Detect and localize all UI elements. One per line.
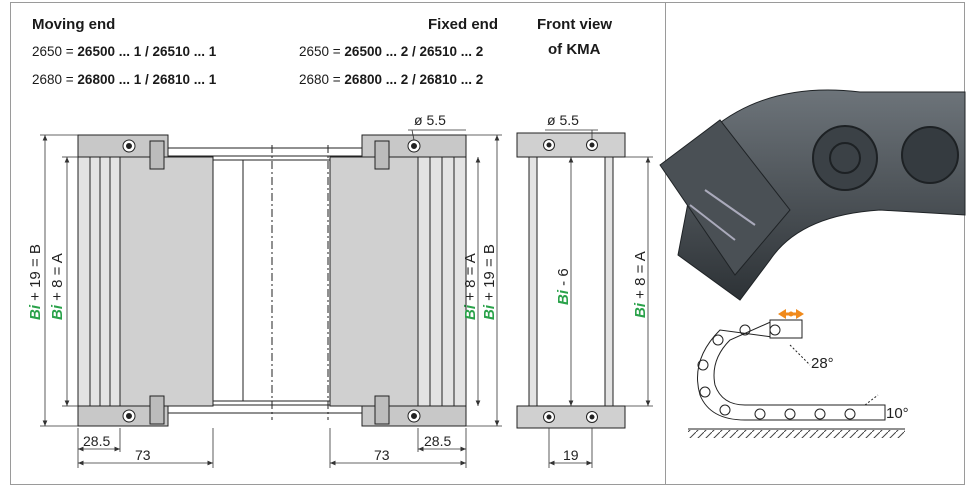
dimension-text: ø 5.5 ø 5.5 28.5 73 28.5 73 19 bbox=[83, 112, 579, 463]
vertical-labels: Bi + 19 = B Bi + 8 = A Bi + 8 = A Bi + 1… bbox=[27, 244, 649, 320]
chain-diagram bbox=[688, 309, 905, 438]
moving-row-1: 2650 = 26500 ... 1 / 26510 ... 1 bbox=[32, 44, 217, 59]
moving-end-drawing bbox=[77, 134, 383, 427]
photo-frame-divider bbox=[665, 2, 666, 485]
dimension-lines bbox=[40, 129, 653, 468]
front-a-label: Bi + 8 = A bbox=[632, 251, 649, 318]
dim-19: 19 bbox=[563, 447, 579, 463]
front-view-drawing bbox=[516, 132, 626, 429]
dim-28-5-right: 28.5 bbox=[424, 433, 451, 449]
right-a-label: Bi + 8 = A bbox=[462, 253, 479, 320]
right-b-label: Bi + 19 = B bbox=[481, 244, 498, 320]
product-photo bbox=[659, 89, 966, 301]
hole-dia-label-2: ø 5.5 bbox=[547, 112, 579, 128]
angle-10-label: 10° bbox=[886, 405, 909, 422]
front-view-subtitle: of KMA bbox=[548, 41, 601, 58]
front-view-title: Front view bbox=[537, 16, 613, 33]
dim-73-right: 73 bbox=[374, 447, 390, 463]
dim-73-left: 73 bbox=[135, 447, 151, 463]
left-b-label: Bi + 19 = B bbox=[27, 244, 44, 320]
fixed-row-1: 2650 = 26500 ... 2 / 26510 ... 2 bbox=[299, 44, 484, 59]
fixed-end-title: Fixed end bbox=[428, 16, 499, 33]
inner-width-label: Bi - 6 bbox=[555, 268, 572, 305]
left-a-label: Bi + 8 = A bbox=[49, 253, 66, 320]
moving-row-2: 2680 = 26800 ... 1 / 26810 ... 1 bbox=[32, 72, 217, 87]
moving-end-title: Moving end bbox=[32, 16, 116, 33]
angle-28-label: 28° bbox=[811, 355, 834, 372]
fixed-end-drawing bbox=[329, 134, 467, 427]
dim-28-5-left: 28.5 bbox=[83, 433, 110, 449]
fixed-row-2: 2680 = 26800 ... 2 / 26810 ... 2 bbox=[299, 72, 484, 87]
hole-dia-label-1: ø 5.5 bbox=[414, 112, 446, 128]
